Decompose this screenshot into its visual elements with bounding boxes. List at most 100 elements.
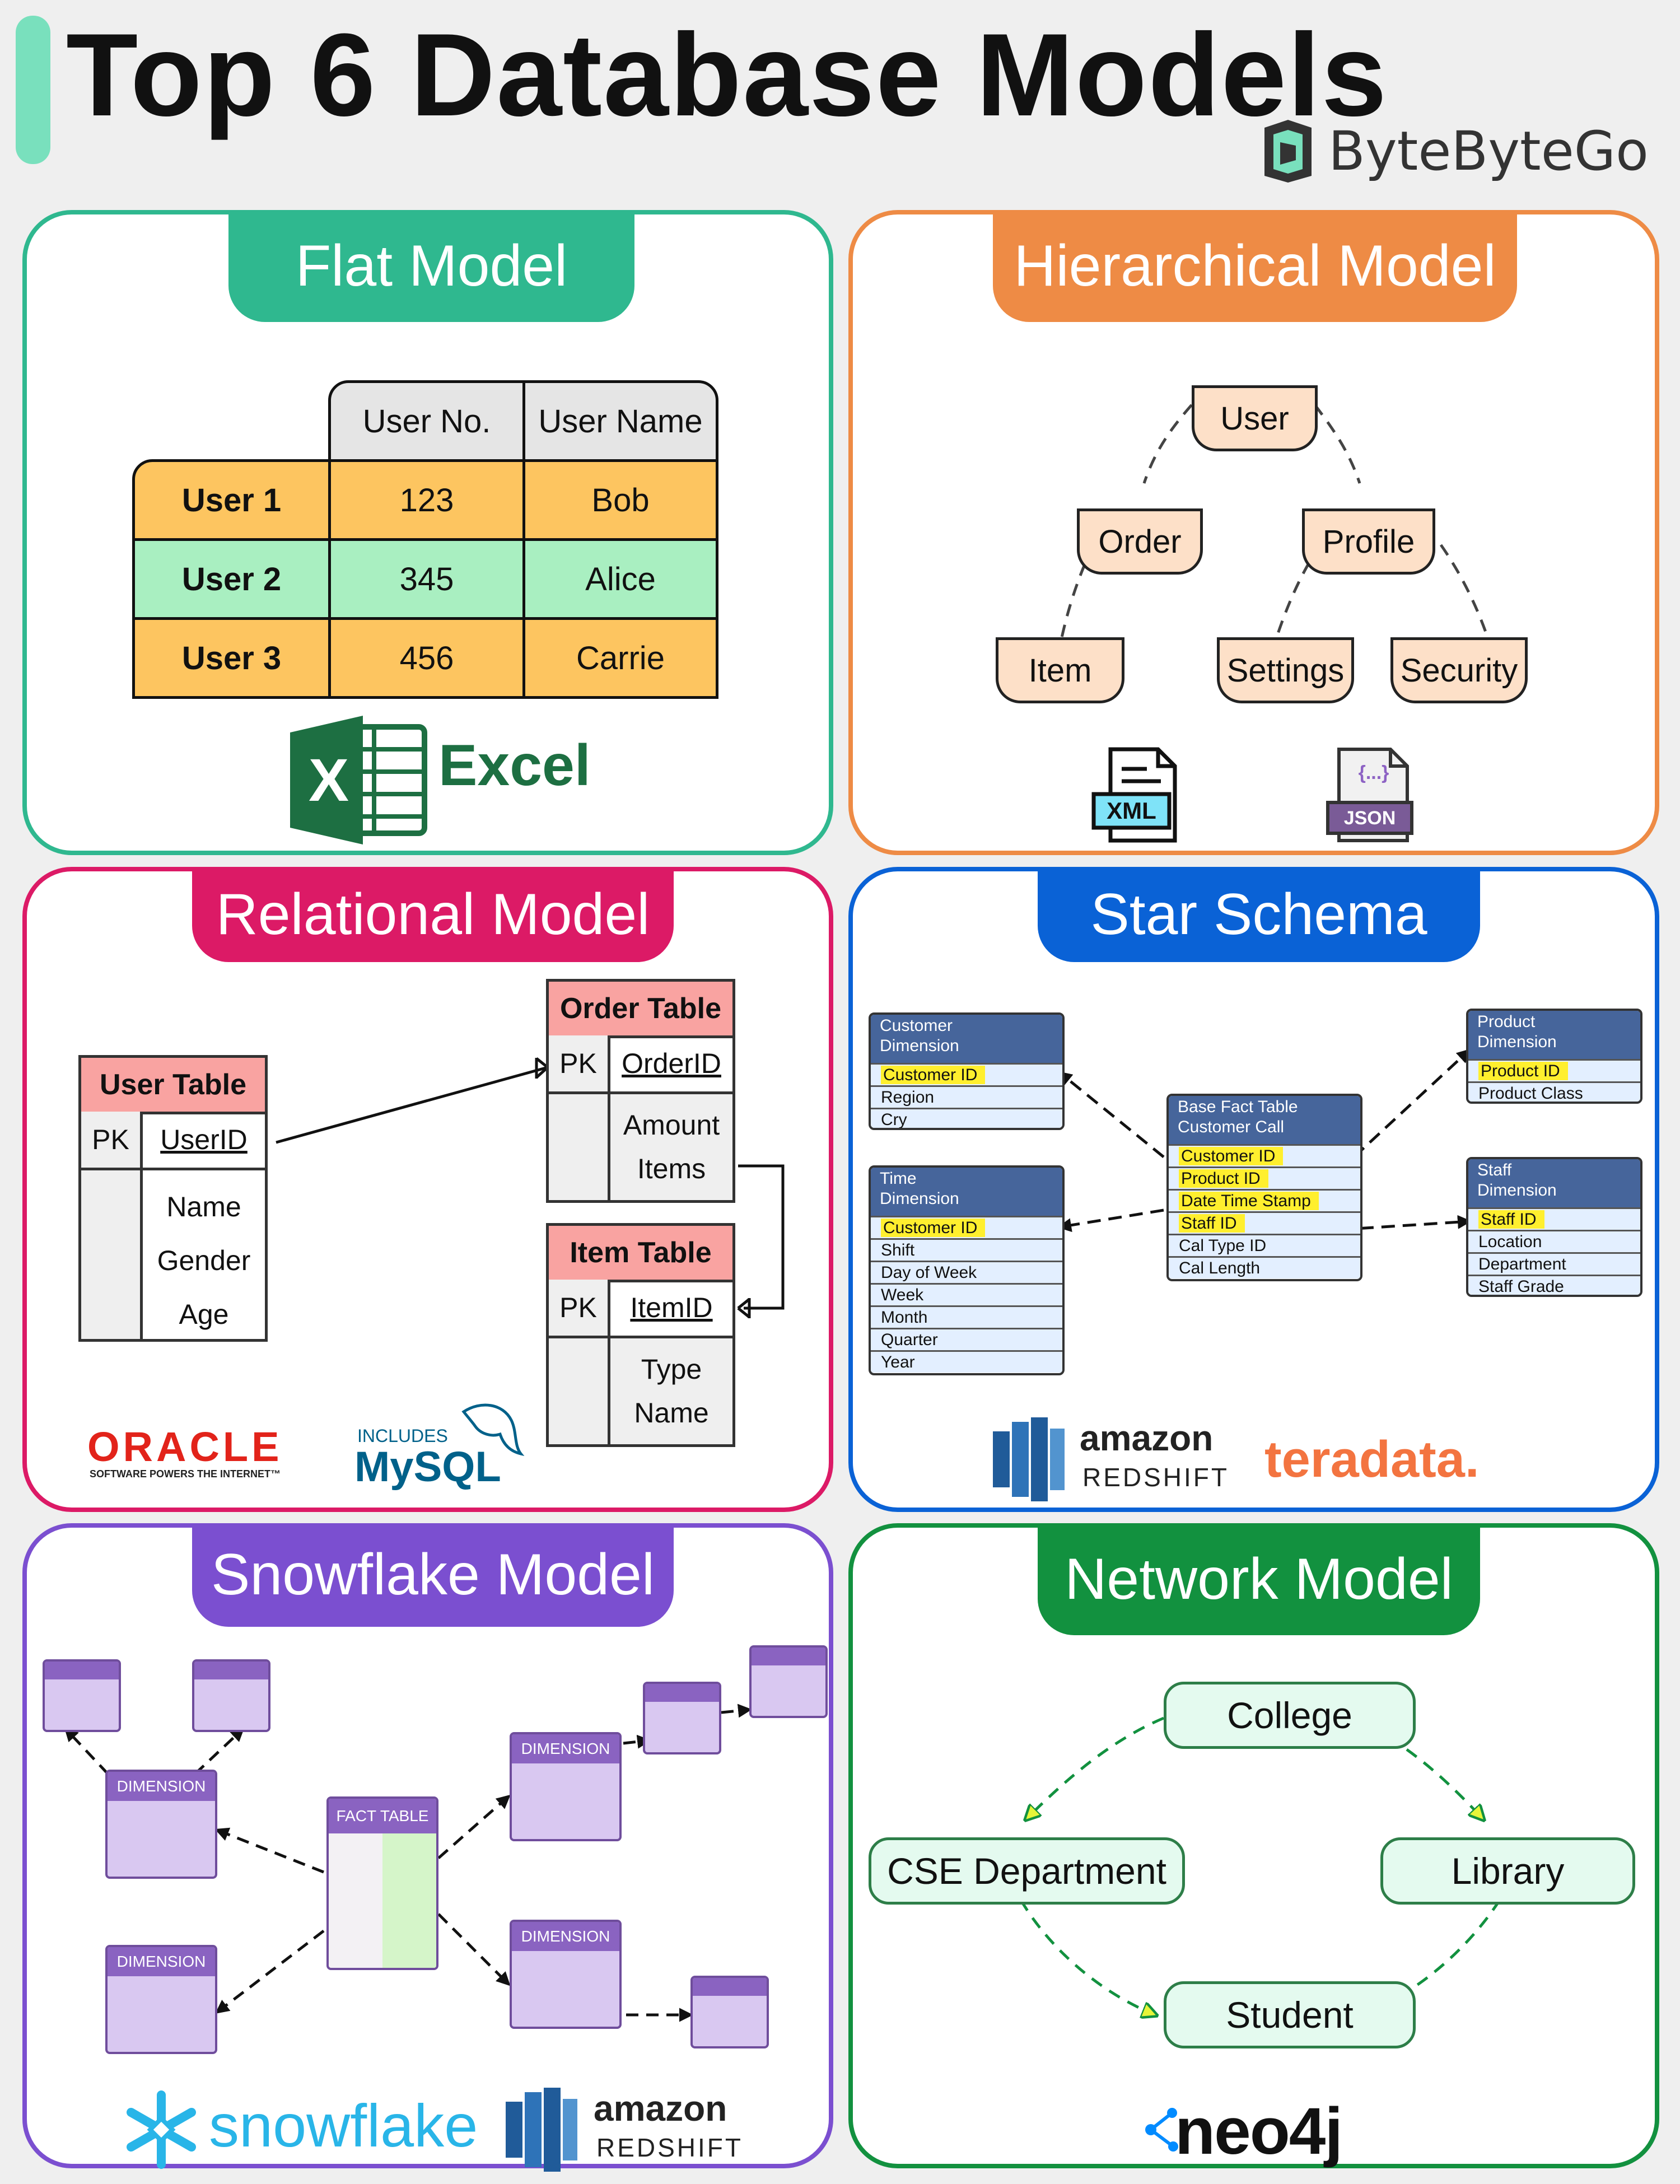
dimension-label: DIMENSION	[116, 1953, 206, 1970]
key-field: Customer ID	[1179, 1147, 1284, 1165]
table-row: Staff ID	[1169, 1211, 1360, 1234]
item-table-header: Item Table	[549, 1226, 732, 1282]
order-table-pk: PK	[549, 1035, 610, 1091]
snowflake-model-panel: Snowflake Model DIMENSION DIMENSION DIME…	[22, 1523, 833, 2172]
node-college: College	[1164, 1682, 1416, 1749]
table-row: Staff ID	[1468, 1207, 1640, 1230]
node-settings: Settings	[1217, 637, 1354, 703]
cell-user-3-no: 456	[328, 617, 525, 699]
table-row: Quarter	[871, 1328, 1062, 1350]
redshift-wordmark: REDSHIFT	[596, 2133, 743, 2162]
node-security: Security	[1390, 637, 1528, 703]
dimension-label: DIMENSION	[521, 1740, 610, 1757]
oracle-tagline: SOFTWARE POWERS THE INTERNET™	[90, 1468, 281, 1480]
user-table-pk: PK	[81, 1112, 143, 1168]
table-row: Location	[1468, 1230, 1640, 1252]
relationship-connectors	[276, 1057, 785, 1318]
order-table-header: Order Table	[549, 982, 732, 1038]
table-row: Shift	[871, 1238, 1062, 1261]
json-file-icon: {...} JSON	[1323, 746, 1418, 844]
column-header-user-no: User No.	[328, 380, 525, 462]
key-field: Customer ID	[881, 1066, 986, 1084]
dimension-label: DIMENSION	[116, 1777, 206, 1795]
relational-model-title: Relational Model	[192, 867, 674, 962]
row-label-user-1: User 1	[132, 459, 331, 541]
snowflake-subtable	[749, 1645, 828, 1718]
cell-user-2-name: Alice	[522, 538, 718, 620]
json-braces: {...}	[1358, 762, 1389, 783]
item-table-pk: PK	[549, 1280, 610, 1336]
fact-table-label: FACT TABLE	[336, 1807, 429, 1824]
order-table: Order Table PK OrderID Amount Items	[546, 979, 735, 1203]
table-row: Product Class	[1468, 1081, 1640, 1102]
json-label: JSON	[1343, 808, 1396, 829]
table-row: Staff Grade	[1468, 1275, 1640, 1295]
key-field: Date Time Stamp	[1179, 1192, 1319, 1210]
key-field: Customer ID	[881, 1219, 986, 1237]
table-header-line: Product	[1477, 1012, 1536, 1031]
brand-name: ByteByteGo	[1328, 120, 1649, 183]
column-header-user-name: User Name	[522, 380, 718, 462]
dimension-box: DIMENSION	[105, 1770, 217, 1879]
table-header-line: Customer	[880, 1016, 953, 1035]
key-field: Product ID	[1478, 1062, 1568, 1080]
fact-table-box: FACT TABLE	[326, 1796, 438, 1970]
amazon-wordmark: amazon	[594, 2088, 727, 2129]
table-row: Region	[871, 1085, 1062, 1108]
user-table-field: Gender	[157, 1245, 251, 1276]
flat-model-title: Flat Model	[228, 210, 634, 322]
key-field: Product ID	[1179, 1169, 1268, 1188]
key-field: Staff ID	[1478, 1210, 1544, 1229]
node-order: Order	[1077, 508, 1203, 575]
user-table-field: Age	[179, 1299, 229, 1330]
snowflake-subtable	[643, 1682, 721, 1754]
node-item: Item	[996, 637, 1124, 703]
cell-user-1-no: 123	[328, 459, 525, 541]
relational-model-panel: Relational Model User Table PK UserID Na…	[22, 867, 833, 1512]
table-row: Week	[871, 1283, 1062, 1305]
table-header-line: Dimension	[880, 1037, 959, 1055]
table-row: Cal Length	[1169, 1256, 1360, 1278]
dimension-label: DIMENSION	[521, 1928, 610, 1945]
redshift-wordmark: REDSHIFT	[1082, 1463, 1229, 1492]
table-header-line: Time	[880, 1169, 917, 1188]
star-connectors	[1057, 1048, 1472, 1233]
table-row: Day of Week	[871, 1261, 1062, 1283]
user-table-header: User Table	[81, 1058, 265, 1114]
order-table-key: OrderID	[622, 1048, 721, 1079]
dimension-box: DIMENSION	[510, 1920, 622, 2029]
cell-user-1-name: Bob	[522, 459, 718, 541]
dimension-box: DIMENSION	[510, 1732, 622, 1841]
excel-icon: X	[290, 716, 430, 847]
table-row: Date Time Stamp	[1169, 1189, 1360, 1211]
table-header-line: Dimension	[1477, 1181, 1557, 1200]
key-field: Staff ID	[1179, 1214, 1245, 1233]
snowflake-model-title: Snowflake Model	[192, 1523, 674, 1627]
user-table: User Table PK UserID Name Gender Age	[78, 1055, 268, 1342]
table-row: Department	[1468, 1252, 1640, 1275]
table-row: Customer ID	[871, 1063, 1062, 1085]
amazon-redshift-icon	[993, 1417, 1065, 1501]
user-table-key: UserID	[160, 1124, 248, 1155]
neo4j-graph-icon	[1145, 2108, 1178, 2152]
hierarchical-model-panel: Hierarchical Model User Order Profile It…	[848, 210, 1659, 855]
network-model-title: Network Model	[1038, 1523, 1480, 1635]
star-schema-title: Star Schema	[1038, 867, 1480, 962]
teradata-logo: teradata.	[1264, 1431, 1480, 1488]
xml-file-icon: XML	[1091, 746, 1186, 844]
user-table-field: Name	[166, 1191, 241, 1222]
node-profile: Profile	[1302, 508, 1435, 575]
order-table-field: Items	[637, 1153, 706, 1184]
mysql-dolphin-icon	[461, 1403, 525, 1457]
xml-label: XML	[1107, 797, 1156, 824]
amazon-redshift-icon	[506, 2088, 577, 2172]
mysql-includes: INCLUDES	[357, 1426, 448, 1446]
network-model-panel: Network Model College CSE Department Lib…	[848, 1523, 1659, 2168]
hierarchical-model-title: Hierarchical Model	[993, 210, 1517, 322]
item-table: Item Table PK ItemID Type Name	[546, 1223, 735, 1447]
